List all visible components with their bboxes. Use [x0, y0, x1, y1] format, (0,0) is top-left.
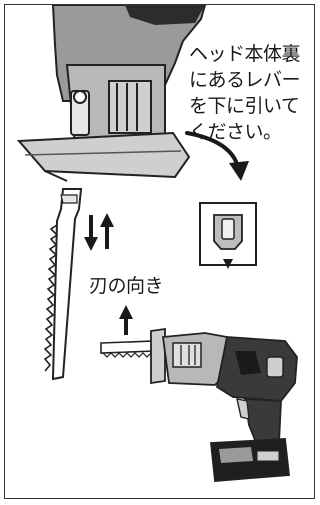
- reciprocating-saw: [100, 327, 298, 482]
- instruction-line: を下に引いて: [189, 95, 300, 117]
- curved-arrow-down-icon: [185, 131, 249, 181]
- insert-direction-arrows-icon: [84, 213, 114, 251]
- saw-head: [16, 5, 207, 182]
- instruction-line: ください。: [189, 121, 282, 143]
- blade-direction-arrow-icon: [119, 305, 133, 335]
- lever-instruction-text: ヘッド本体裏 にあるレバー を下に引いて ください。: [189, 41, 313, 145]
- instruction-line: にあるレバー: [189, 69, 301, 91]
- blade-direction-label: 刃の向き: [89, 275, 164, 297]
- saw-blade: [43, 188, 83, 381]
- small-down-arrow-icon: [223, 259, 233, 269]
- illustration-frame: ヘッド本体裏 にあるレバー を下に引いて ください。 刃の向き: [4, 4, 315, 499]
- instruction-line: ヘッド本体裏: [189, 43, 301, 65]
- lever-detail-inset: [199, 202, 257, 269]
